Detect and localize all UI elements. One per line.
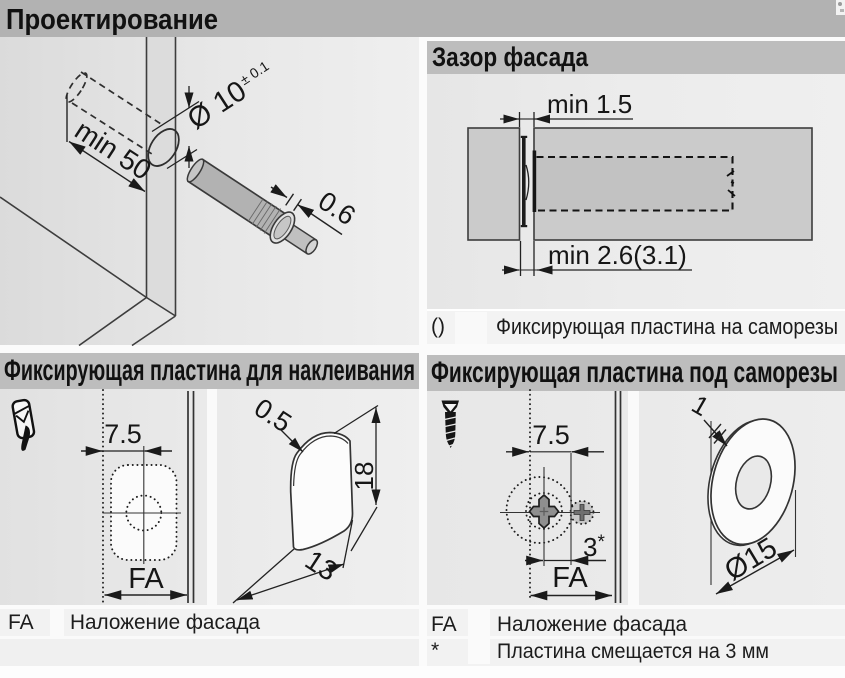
svg-text:3*: 3* <box>583 532 605 562</box>
svg-text:FA: FA <box>552 562 588 594</box>
svg-text:min 1.5: min 1.5 <box>547 89 632 119</box>
svg-text:FA: FA <box>128 563 164 595</box>
svg-text:Ø 10: Ø 10 <box>182 75 252 136</box>
svg-text:7.5: 7.5 <box>104 419 142 449</box>
svg-text:1: 1 <box>687 389 715 422</box>
svg-text:13: 13 <box>300 544 343 587</box>
svg-text:18: 18 <box>349 462 379 491</box>
svg-text:0.5: 0.5 <box>249 393 297 439</box>
svg-text:7.5: 7.5 <box>532 420 570 450</box>
svg-text:0.6: 0.6 <box>313 186 361 232</box>
svg-text:± 0.1: ± 0.1 <box>237 58 272 88</box>
svg-text:min 2.6(3.1): min 2.6(3.1) <box>548 240 687 270</box>
